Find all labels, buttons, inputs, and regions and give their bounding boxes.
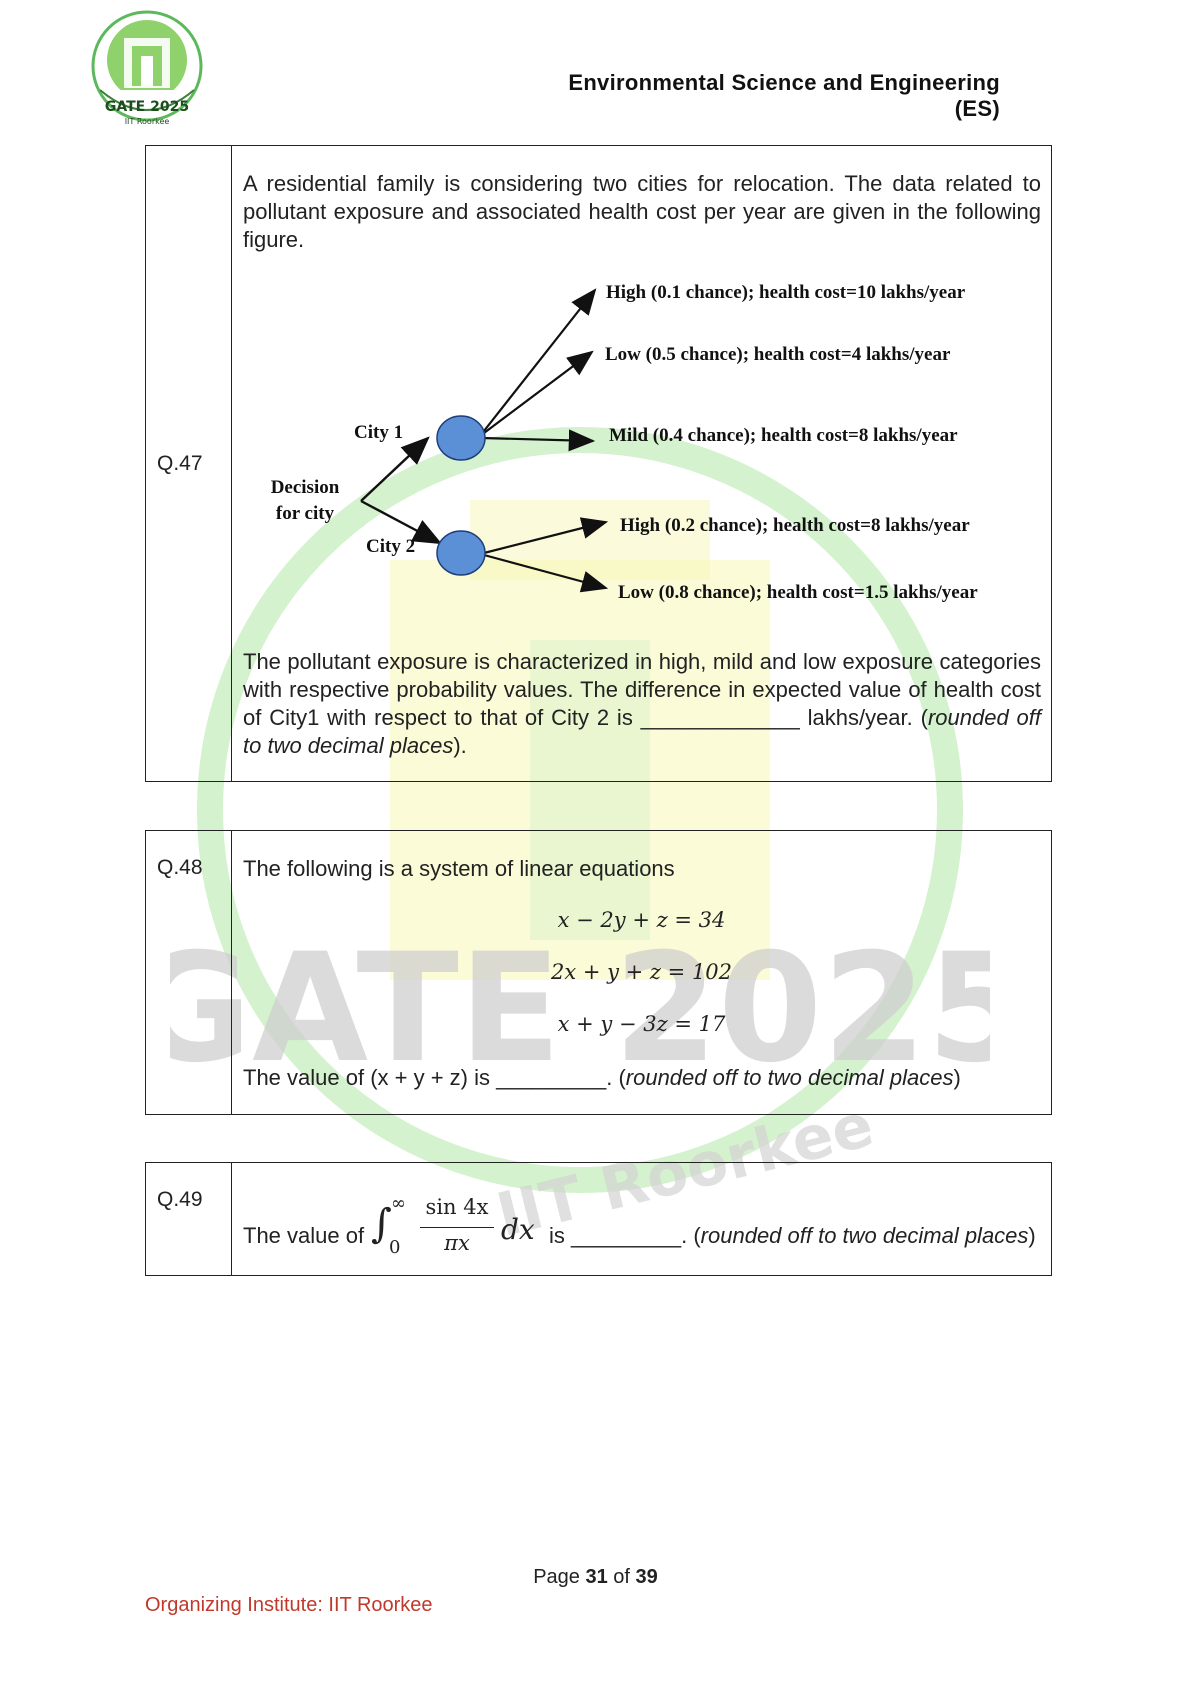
question-intro: A residential family is considering two … bbox=[243, 171, 1041, 252]
c1-low-label: Low (0.5 chance); health cost=4 lakhs/ye… bbox=[605, 344, 951, 365]
integral-sign: ∫ bbox=[371, 1201, 392, 1247]
question-number: Q.48 bbox=[157, 856, 203, 879]
equation-3: x + y − 3z = 17 bbox=[557, 1012, 726, 1036]
question-body-cell: A residential family is considering two … bbox=[232, 146, 1051, 781]
c1-mild-line bbox=[481, 429, 596, 452]
city2-label: City 2 bbox=[366, 536, 415, 557]
gate-2025-logo: GATE 2025 IIT Roorkee bbox=[91, 10, 203, 126]
equation-1: x − 2y + z = 34 bbox=[557, 908, 726, 932]
c1-high-line bbox=[479, 288, 597, 437]
fraction-denominator: πx bbox=[444, 1231, 470, 1255]
c2-low-line bbox=[483, 553, 609, 593]
c1-mild-label: Mild (0.4 chance); health cost=8 lakhs/y… bbox=[609, 425, 958, 446]
branch-city2-line bbox=[360, 499, 443, 545]
question-body-cell: The value of ∫ ∞ 0 sin 4x πx dx is _____… bbox=[232, 1163, 1051, 1275]
integral-upper-limit: ∞ bbox=[391, 1193, 406, 1214]
question-intro: The following is a system of linear equa… bbox=[243, 856, 675, 881]
decision-label-line1: Decision bbox=[271, 477, 340, 498]
c2-high-label: High (0.2 chance); health cost=8 lakhs/y… bbox=[620, 515, 970, 536]
c2-low-label: Low (0.8 chance); health cost=1.5 lakhs/… bbox=[618, 582, 978, 603]
question-number-cell: Q.47 bbox=[146, 146, 232, 781]
city1-label: City 1 bbox=[354, 422, 403, 443]
question-49-table: Q.49 The value of ∫ ∞ 0 sin 4x πx dx is … bbox=[145, 1162, 1052, 1276]
differential: dx bbox=[501, 1213, 535, 1246]
city2-chance-node bbox=[436, 530, 486, 576]
organizer-footer: Organizing Institute: IIT Roorkee bbox=[145, 1594, 433, 1616]
integral-expression: The value of ∫ ∞ 0 sin 4x πx dx is _____… bbox=[243, 1187, 1041, 1267]
branch-city1-line bbox=[360, 436, 430, 502]
question-number: Q.49 bbox=[157, 1188, 203, 1211]
fraction-numerator: sin 4x bbox=[425, 1195, 489, 1219]
question-number-cell: Q.49 bbox=[146, 1163, 232, 1275]
integral-lower-limit: 0 bbox=[389, 1237, 401, 1258]
decision-label-line2: for city bbox=[276, 503, 335, 524]
question-48-table: Q.48 The following is a system of linear… bbox=[145, 830, 1052, 1115]
question-text: The value of (x + y + z) is _________. (… bbox=[243, 1065, 961, 1090]
question-47-table: Q.47 A residential family is considering… bbox=[145, 145, 1052, 782]
c2-high-line bbox=[483, 517, 609, 555]
question-prefix: The value of bbox=[243, 1223, 365, 1248]
question-body-cell: The following is a system of linear equa… bbox=[232, 831, 1051, 1114]
question-text: The pollutant exposure is characterized … bbox=[243, 649, 1042, 758]
question-suffix: is _________. (rounded off to two decima… bbox=[549, 1223, 1036, 1248]
question-number-cell: Q.48 bbox=[146, 831, 232, 1114]
decision-tree-diagram: Decision for city City 1 City 2 High (0.… bbox=[271, 282, 979, 603]
page-header-title: Environmental Science and Engineering (E… bbox=[568, 70, 1000, 121]
c1-low-line bbox=[479, 350, 594, 437]
svg-text:IIT Roorkee: IIT Roorkee bbox=[125, 117, 170, 126]
city1-chance-node bbox=[436, 415, 486, 461]
question-number: Q.47 bbox=[157, 452, 203, 475]
c1-high-label: High (0.1 chance); health cost=10 lakhs/… bbox=[606, 282, 966, 303]
fraction-bar bbox=[420, 1227, 494, 1228]
page-number: Page 31 of 39 bbox=[533, 1566, 658, 1588]
svg-text:GATE 2025: GATE 2025 bbox=[105, 99, 189, 115]
equation-2: 2x + y + z = 102 bbox=[550, 960, 733, 984]
